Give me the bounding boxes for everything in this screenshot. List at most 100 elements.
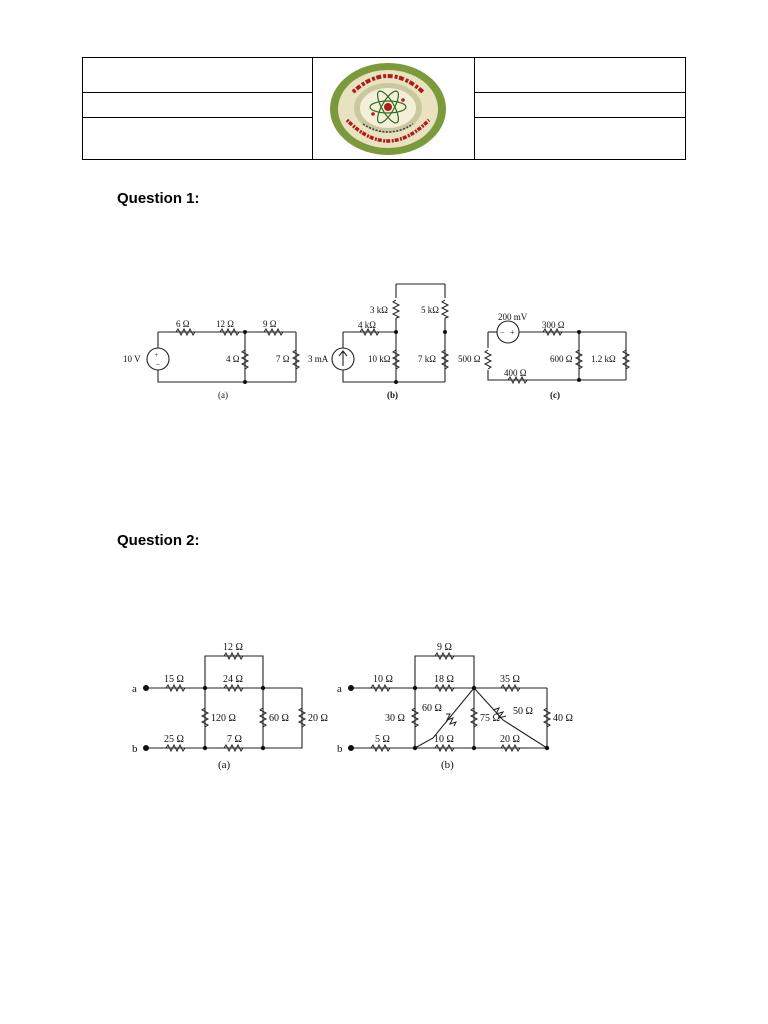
- resistor-icon: [240, 349, 250, 370]
- header-divider-left: [312, 58, 313, 159]
- q1-circuit-b: 3 mA 3 kΩ 5 kΩ 4 kΩ 10 kΩ 7 kΩ (b): [308, 283, 450, 400]
- resistor-label: 1.2 kΩ: [591, 354, 616, 364]
- resistor-icon: [258, 707, 268, 728]
- q1-circuit-c: − + 200 mV 300 Ω 500 Ω 600 Ω 1.2 kΩ 400 …: [458, 312, 631, 400]
- resistor-icon: [391, 299, 401, 319]
- resistor-label: 60 Ω: [269, 713, 289, 724]
- resistor-label: 15 Ω: [164, 674, 184, 685]
- resistor-label: 35 Ω: [500, 674, 520, 685]
- resistor-icon: [434, 683, 455, 693]
- source-label: 10 V: [123, 354, 141, 364]
- resistor-icon: [542, 707, 552, 728]
- voltage-source-icon: − +: [496, 320, 520, 344]
- source-label: 200 mV: [498, 312, 528, 322]
- resistor-icon: [483, 349, 493, 370]
- atom-icon: [369, 90, 407, 124]
- resistor-icon: [410, 707, 420, 728]
- resistor-icon: [200, 707, 210, 728]
- department-logo: [329, 62, 447, 156]
- node-dot: [412, 685, 418, 691]
- resistor-icon: [370, 683, 391, 693]
- resistor-icon: [434, 651, 455, 661]
- node-dot: [394, 380, 398, 384]
- resistor-label: 5 Ω: [375, 734, 390, 745]
- resistor-icon: [297, 707, 307, 728]
- resistor-icon: [446, 713, 457, 727]
- voltage-source-icon: + −: [146, 347, 170, 371]
- resistor-icon: [574, 349, 584, 370]
- svg-text:+: +: [155, 351, 159, 359]
- node-dot: [443, 330, 447, 334]
- header-row-line: [83, 117, 312, 118]
- node-dot: [471, 685, 477, 691]
- resistor-icon: [219, 327, 240, 337]
- terminal-label: a: [132, 683, 137, 695]
- terminal-a: [348, 685, 354, 691]
- node-dot: [577, 378, 581, 382]
- resistor-label: 10 kΩ: [368, 354, 391, 364]
- resistor-icon: [440, 349, 450, 370]
- resistor-label: 30 Ω: [385, 713, 405, 724]
- resistor-label: 24 Ω: [223, 674, 243, 685]
- resistor-label: 20 Ω: [500, 734, 520, 745]
- resistor-icon: [223, 651, 244, 661]
- node-dot: [202, 745, 208, 751]
- header-row-line: [474, 92, 686, 93]
- node-dot: [412, 745, 418, 751]
- resistor-label: 60 Ω: [422, 703, 442, 714]
- circuit-caption: (c): [550, 390, 560, 400]
- resistor-icon: [175, 327, 196, 337]
- svg-text:−: −: [500, 328, 505, 337]
- question-1-title: Question 1:: [117, 190, 200, 207]
- resistor-label: 7 Ω: [227, 734, 242, 745]
- resistor-label: 7 Ω: [276, 354, 290, 364]
- resistor-label: 75 Ω: [480, 713, 500, 724]
- circuit-caption: (a): [218, 390, 228, 400]
- resistor-icon: [263, 327, 284, 337]
- resistor-label: 500 Ω: [458, 354, 481, 364]
- terminal-a: [143, 685, 149, 691]
- resistor-icon: [492, 707, 507, 719]
- resistor-icon: [500, 743, 521, 753]
- resistor-label: 3 kΩ: [370, 305, 388, 315]
- terminal-label: b: [337, 743, 343, 755]
- resistor-label: 18 Ω: [434, 674, 454, 685]
- resistor-label: 12 Ω: [223, 642, 243, 653]
- resistor-icon: [500, 683, 521, 693]
- current-source-icon: [331, 347, 355, 371]
- node-dot: [260, 745, 266, 751]
- svg-text:+: +: [510, 328, 515, 337]
- resistor-icon: [359, 327, 380, 337]
- resistor-icon: [223, 743, 244, 753]
- resistor-label: 10 Ω: [373, 674, 393, 685]
- node-dot: [544, 745, 550, 751]
- header-divider-right: [474, 58, 475, 159]
- source-label: 3 mA: [308, 354, 329, 364]
- resistor-label: 7 kΩ: [418, 354, 436, 364]
- resistor-label: 6 Ω: [176, 319, 190, 329]
- resistor-icon: [434, 743, 455, 753]
- question-2-title: Question 2:: [117, 532, 200, 549]
- circuit-caption: (b): [387, 390, 398, 400]
- header-row-line: [83, 92, 312, 93]
- header-row-line: [474, 117, 686, 118]
- resistor-label: 25 Ω: [164, 734, 184, 745]
- q2-circuit-a: a b 12 Ω 15 Ω 24 Ω 120 Ω 60 Ω 20 Ω 25 Ω …: [132, 642, 328, 771]
- terminal-label: b: [132, 743, 138, 755]
- terminal-b: [348, 745, 354, 751]
- node-dot: [577, 330, 581, 334]
- resistor-icon: [542, 327, 563, 337]
- node-dot: [243, 330, 247, 334]
- resistor-label: 400 Ω: [504, 368, 527, 378]
- resistor-label: 20 Ω: [308, 713, 328, 724]
- resistor-label: 9 Ω: [263, 319, 277, 329]
- resistor-icon: [291, 349, 301, 370]
- resistor-label: 4 Ω: [226, 354, 240, 364]
- resistor-icon: [165, 743, 186, 753]
- resistor-icon: [440, 299, 450, 319]
- node-dot: [260, 685, 266, 691]
- node-dot: [394, 330, 398, 334]
- resistor-label: 9 Ω: [437, 642, 452, 653]
- q1-circuit-a: + − 10 V 6 Ω 12 Ω 9 Ω 4 Ω 7 Ω (a): [123, 319, 301, 400]
